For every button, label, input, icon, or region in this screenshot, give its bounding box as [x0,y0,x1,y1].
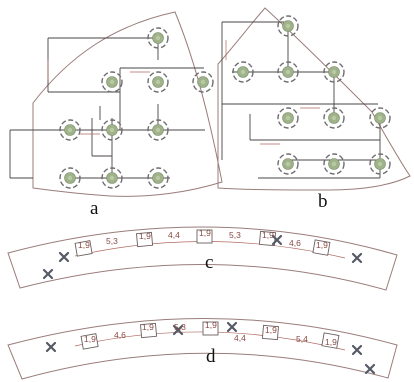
panel-b-wiring [221,21,381,179]
strip-d-dimensions: 1,9 4,6 1,9 5,3 1,9 4,4 1,9 5,4 1,9 [84,320,337,347]
panel-b-label: b [318,191,328,212]
led-b2 [232,61,254,83]
led-b7 [369,107,391,129]
strip-c-hole-2 [42,268,54,280]
panel-b: b [217,7,411,212]
led-a3 [147,71,169,93]
panel-b-leds [232,15,391,175]
strip-d-dim-2: 4,6 [114,330,126,340]
led-a2 [101,71,123,93]
strip-d-dim-3: 1,9 [142,322,154,332]
strip-c-dim-2: 5,3 [106,236,118,246]
panel-c-label: c [205,252,213,273]
panel-a: a [9,11,223,219]
strip-d-hole-3 [226,321,238,333]
strip-d-dim-5: 1,9 [205,320,217,330]
strip-c-hole-3 [271,234,283,246]
strip-c-dim-8: 4,6 [289,238,301,248]
led-a5 [59,119,81,141]
panel-a-wiring [9,37,205,179]
strip-d-dim-9: 1,9 [325,337,337,347]
led-b6 [323,107,345,129]
strip-d-dim-8: 5,4 [296,334,308,344]
led-a9 [101,167,123,189]
led-a6 [101,119,123,141]
strip-c-dim-1: 1,9 [78,240,90,250]
strip-c: 1,9 5,3 1,9 4,4 1,9 5,3 1,9 4,6 1,9 c [7,226,398,291]
strip-c-pad-2 [136,231,154,248]
strip-c-dim-7: 1,9 [262,230,274,240]
led-b9 [323,153,345,175]
led-b10 [369,153,391,175]
panel-b-outline [217,7,411,191]
led-b3 [277,61,299,83]
strip-c-hole-4 [351,252,363,264]
strip-d-dim-6: 4,4 [234,333,246,343]
strip-c-holes [42,234,363,280]
strip-d-dim-7: 1,9 [265,325,277,335]
strip-d-pad-2 [140,322,158,339]
strip-d-pads [80,321,340,350]
strip-c-dim-5: 1,9 [199,228,211,238]
strip-d-hole-4 [351,344,363,356]
panel-a-outline [32,11,223,197]
strip-c-dim-4: 4,4 [168,230,180,240]
strip-d: 1,9 4,6 1,9 5,3 1,9 4,4 1,9 5,4 1,9 d [7,318,398,380]
led-a1 [147,27,169,49]
strip-c-pad-5 [312,239,331,256]
led-b8 [277,153,299,175]
led-b1 [277,15,299,37]
strip-d-hole-5 [364,363,376,375]
panel-a-leds [59,27,214,189]
strip-d-outline [7,318,398,380]
led-b5 [277,107,299,129]
strip-c-hole-1 [58,251,70,263]
strip-d-pad-5 [321,332,340,349]
led-a10 [147,167,169,189]
panel-d-label: d [206,346,216,367]
strip-d-hole-1 [45,341,57,353]
strip-c-dimensions: 1,9 5,3 1,9 4,4 1,9 5,3 1,9 4,6 1,9 [78,228,328,250]
strip-c-pads [74,229,331,257]
strip-c-dim-9: 1,9 [316,240,328,250]
strip-d-pad-1 [80,333,99,350]
strip-c-outline [7,226,398,291]
led-a7 [147,119,169,141]
strip-d-pad-3 [202,321,219,336]
strip-d-dim-1: 1,9 [84,334,96,344]
strip-d-dim-4: 5,3 [174,322,186,332]
strip-c-pad-1 [74,240,93,257]
strip-c-pad-3 [196,229,213,244]
strip-d-holes [45,321,376,375]
panel-a-label: a [90,198,99,219]
led-a4 [192,71,214,93]
led-a8 [59,167,81,189]
strip-d-pad-4 [261,324,279,341]
led-b4 [323,61,345,83]
strip-c-dim-3: 1,9 [139,231,151,241]
strip-d-hole-2 [172,324,184,336]
strip-c-dim-6: 5,3 [229,230,241,240]
